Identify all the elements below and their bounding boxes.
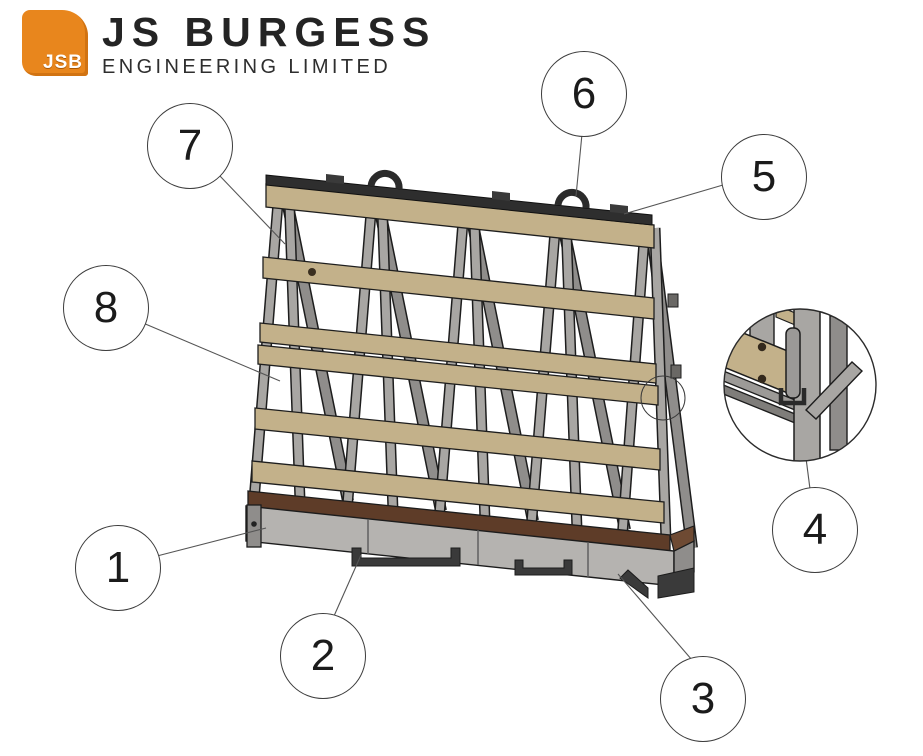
logo-badge-icon: JSB <box>22 10 88 76</box>
base-corner-bolt <box>251 521 257 527</box>
callout-balloon-7: 7 <box>147 103 233 189</box>
callout-number: 4 <box>802 505 828 554</box>
detail-view <box>723 308 877 462</box>
callout-number: 7 <box>177 121 203 170</box>
fork-pocket-bracket <box>351 547 461 567</box>
base-corner-foot <box>657 567 695 599</box>
detail-screw <box>757 342 767 352</box>
lifting-eye-icon <box>367 169 403 190</box>
detail-view-border <box>723 308 877 462</box>
rail-clamp-icon <box>492 191 510 201</box>
rack-side-tabs <box>667 293 682 379</box>
company-subtitle: ENGINEERING LIMITED <box>102 56 392 78</box>
rack-top-rail <box>265 169 653 226</box>
callout-number: 2 <box>310 631 336 680</box>
detail-diagonal-brace <box>804 361 864 420</box>
fork-pocket-bracket <box>514 559 573 576</box>
logo-text: JS BURGESS ENGINEERING LIMITED <box>102 10 436 79</box>
detail-retaining-pin <box>785 327 801 399</box>
callout-balloon-4: 4 <box>772 487 858 573</box>
detail-screw <box>757 374 767 384</box>
rack-wood-slats <box>251 183 665 524</box>
lifting-eye-icon <box>554 188 590 209</box>
company-name: JS BURGESS <box>102 9 437 55</box>
callout-balloon-2: 2 <box>280 613 366 699</box>
callout-balloon-8: 8 <box>63 265 149 351</box>
slat-bolt-hole <box>308 268 316 276</box>
callout-balloon-5: 5 <box>721 134 807 220</box>
detail-source-circle <box>640 375 686 421</box>
callout-number: 5 <box>751 152 777 201</box>
base-corner-foot <box>619 569 649 599</box>
callout-number: 6 <box>571 69 597 118</box>
callout-number: 3 <box>690 674 716 723</box>
callout-number: 1 <box>105 543 131 592</box>
callout-number: 8 <box>93 283 119 332</box>
detail-pin-bracket <box>778 388 807 406</box>
callout-balloon-3: 3 <box>660 656 746 742</box>
logo-badge-text: JSB <box>43 52 83 73</box>
rack-base <box>245 490 695 599</box>
company-logo: JSB JS BURGESS ENGINEERING LIMITED <box>22 10 436 79</box>
callout-balloon-6: 6 <box>541 51 627 137</box>
rail-clamp-icon <box>610 204 628 214</box>
rail-clamp-icon <box>326 174 344 184</box>
callout-balloon-1: 1 <box>75 525 161 611</box>
